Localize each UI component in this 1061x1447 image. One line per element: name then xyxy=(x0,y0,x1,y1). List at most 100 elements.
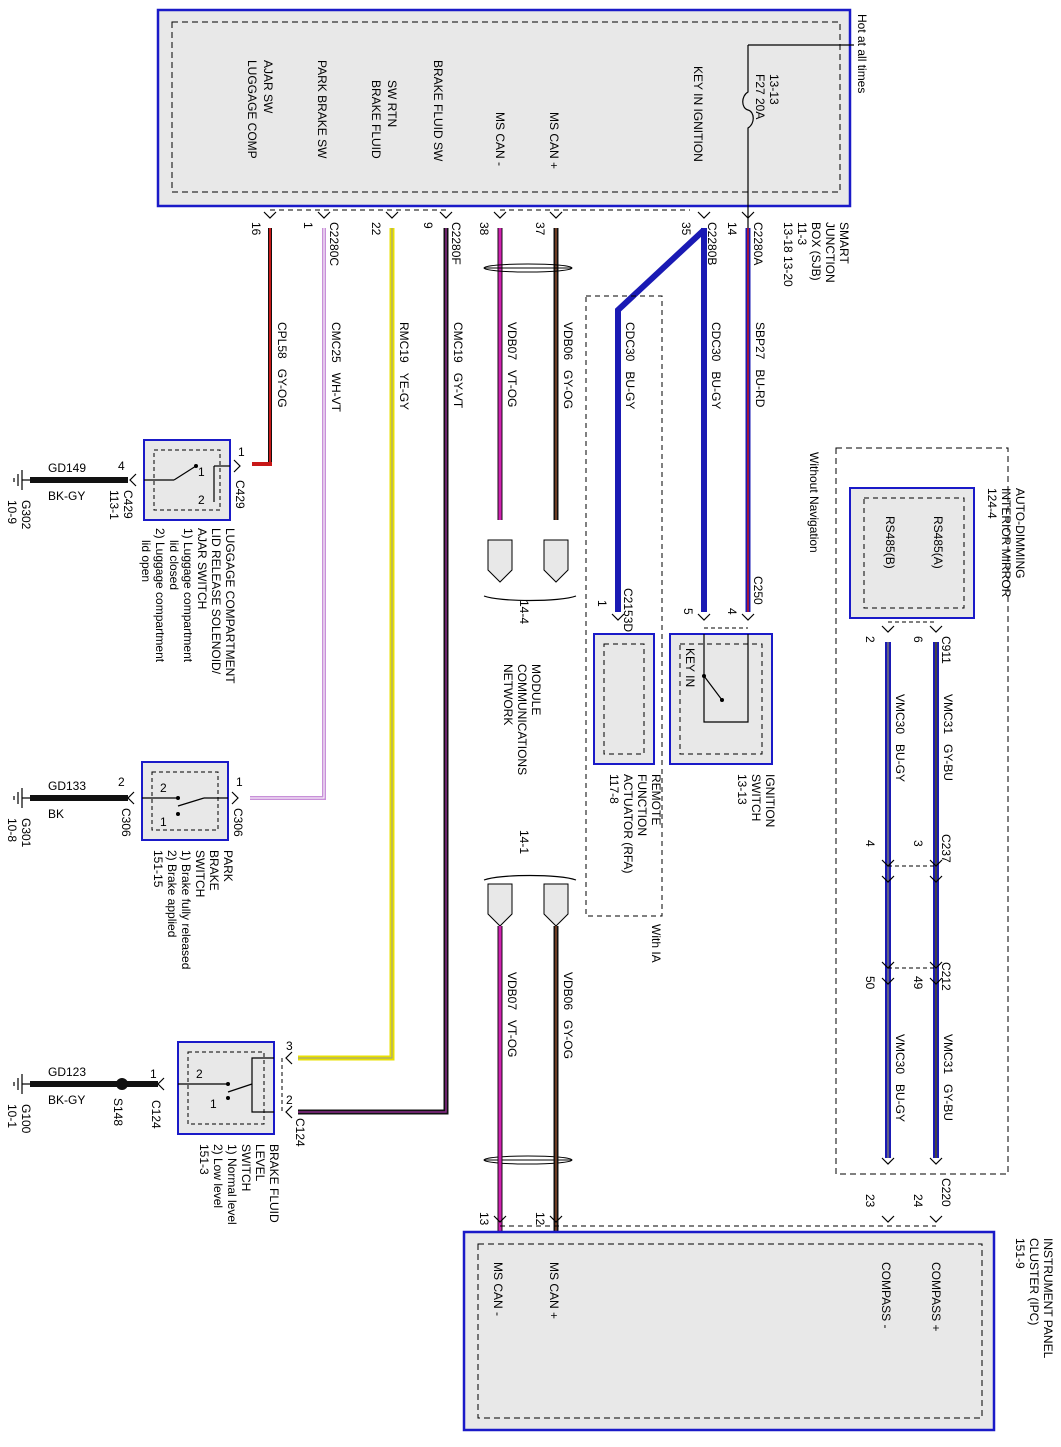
luggage-switch-module xyxy=(143,439,231,521)
fuse-label-1: F27 20A xyxy=(753,74,767,119)
fluid-name-4: 1) Normal level xyxy=(225,1144,239,1225)
lug-name-2: LID RELEASE SOLENOID/ xyxy=(209,528,223,675)
sjb-name-4: 11-3 xyxy=(795,222,809,245)
sjb-name-3: BOX (SJB) xyxy=(809,222,823,281)
pin-1: 1 xyxy=(301,222,315,229)
park-name-6: 151-15 xyxy=(151,850,165,888)
mirror-name-1: AUTO-DIMMING xyxy=(1013,488,1027,578)
ground-icon-g302 xyxy=(13,470,30,490)
ign-name-2: SWITCH xyxy=(749,774,763,821)
pin-c212-49: 49 xyxy=(911,976,925,990)
pin-rfa-1: 1 xyxy=(595,600,609,607)
conn-c212: C212 xyxy=(939,962,953,991)
gnd-gd149-circuit: GD149 xyxy=(48,461,86,475)
pin-c124-3: 3 xyxy=(286,1039,293,1053)
ground-icon-g301 xyxy=(13,788,30,808)
sjb-pin-park-brake: PARK BRAKE SW xyxy=(315,60,329,159)
mirror-name-2: INTERIOR MIRROR xyxy=(999,488,1013,598)
ign-name-1: IGNITION xyxy=(763,774,777,827)
conn-c237: C237 xyxy=(939,834,953,863)
wire-label-rmc19: RMC19YE-GY xyxy=(397,322,411,410)
pin-mir-6: 6 xyxy=(911,636,925,643)
wire-label-vmc30-b: VMC30BU-GY xyxy=(893,1034,907,1122)
park-switch-module xyxy=(141,761,229,841)
ipc-pin-compass-plus: COMPASS + xyxy=(929,1262,943,1331)
gnd-gd123-circuit: GD123 xyxy=(48,1065,86,1079)
park-name-4: 1) Brake fully released xyxy=(179,850,193,969)
gnd-g302: G302 xyxy=(19,500,33,530)
gnd-gd133-color: BK xyxy=(48,807,64,821)
wire-label-vmc31-a: VMC31GY-BU xyxy=(941,694,955,781)
pin-mir-2: 2 xyxy=(863,636,877,643)
conn-c124-top: C124 xyxy=(293,1118,307,1147)
ipc-name-2: CLUSTER (IPC) xyxy=(1027,1238,1041,1325)
fluid-switch-pos-2: 2 xyxy=(196,1067,203,1081)
park-name-1: PARK xyxy=(221,850,235,882)
gnd-gd149-color: BK-GY xyxy=(48,489,85,503)
ground-icon-g100 xyxy=(13,1074,30,1094)
fluid-name-6: 151-3 xyxy=(197,1144,211,1175)
fuse-label-2: 13-13 xyxy=(767,74,781,105)
fluid-switch-pos-1: 1 xyxy=(210,1097,217,1111)
rfa-option-box xyxy=(585,295,663,917)
park-name-5: 2) Brake applied xyxy=(165,850,179,937)
pin-37: 37 xyxy=(533,222,547,236)
pin-c237-4: 4 xyxy=(863,840,877,847)
wire-label-vmc30-a: VMC30BU-GY xyxy=(893,694,907,782)
fluid-name-2: LEVEL xyxy=(253,1144,267,1182)
sjb-pin-brake-fluid-2: SW RTN xyxy=(385,80,399,127)
lug-switch-pos-2: 2 xyxy=(198,493,205,507)
gnd-g100-ref: 10-1 xyxy=(5,1104,19,1128)
wire-label-cdc30-b: CDC30BU-GY xyxy=(709,322,723,409)
ipc-name-3: 151-9 xyxy=(1013,1238,1027,1269)
park-switch-pos-1: 1 xyxy=(160,815,167,829)
conn-c250: C250 xyxy=(751,576,765,605)
conn-c2280b: C2280B xyxy=(705,222,719,265)
pin-c306-2: 2 xyxy=(118,775,125,789)
ipc-pin-compass-minus: COMPASS - xyxy=(879,1262,893,1328)
wire-label-cdc30-a: CDC30BU-GY xyxy=(623,322,637,409)
mcn-connectors-top xyxy=(487,539,569,583)
conn-c220: C220 xyxy=(939,1178,953,1207)
hot-at-all-times: Hot at all times xyxy=(855,14,869,93)
sjb-pin-ms-can-plus: MS CAN + xyxy=(547,112,561,169)
pin-c237-3: 3 xyxy=(911,840,925,847)
wire-label-vdb06: VDB06GY-OG xyxy=(561,322,575,409)
mcn-ref-bottom: 14-1 xyxy=(517,830,531,854)
mirror-module xyxy=(849,487,975,619)
sjb-pin-luggage-1: LUGGAGE COMP xyxy=(245,60,259,159)
mcn-ref-top: 14-4 xyxy=(517,600,531,624)
conn-c911: C911 xyxy=(939,636,953,664)
sjb-pin-luggage-2: AJAR SW xyxy=(261,60,275,114)
rfa-module xyxy=(593,633,655,765)
gnd-g302-ref: 10-9 xyxy=(5,500,19,524)
gnd-g301-ref: 10-8 xyxy=(5,818,19,842)
sjb-name-2: JUNCTION xyxy=(823,222,837,283)
pin-14: 14 xyxy=(725,222,739,236)
conn-c124-bot: C124 xyxy=(149,1100,163,1129)
pin-c306-1: 1 xyxy=(236,775,243,789)
ignition-switch-module xyxy=(669,633,773,765)
ipc-pin-ms-can-minus: MS CAN - xyxy=(491,1262,505,1316)
pin-ipc-13: 13 xyxy=(477,1212,491,1226)
mcn-connectors-bottom xyxy=(487,883,569,927)
gnd-gd123-color: BK-GY xyxy=(48,1093,85,1107)
park-name-3: SWITCH xyxy=(193,850,207,897)
pin-16: 16 xyxy=(249,222,263,236)
mirror-name-3: 124-4 xyxy=(985,488,999,519)
conn-c2280c: C2280C xyxy=(327,222,341,266)
wire-label-vdb06-b: VDB06GY-OG xyxy=(561,972,575,1059)
rfa-variant: With IA xyxy=(649,924,663,963)
wire-cdc30-rfa xyxy=(615,227,707,612)
fuse-symbol xyxy=(742,45,754,230)
fluid-name-5: 2) Low level xyxy=(211,1144,225,1208)
lug-name-7: lid open xyxy=(139,540,153,582)
gnd-g100: G100 xyxy=(19,1104,33,1134)
park-switch-pos-2: 2 xyxy=(160,781,167,795)
pin-c124-1: 1 xyxy=(150,1067,157,1081)
mcn-name-1: MODULE xyxy=(529,664,543,715)
splice-s148-label: S148 xyxy=(111,1098,125,1126)
pin-c429-4: 4 xyxy=(118,459,125,473)
gnd-g301: G301 xyxy=(19,818,33,848)
lug-name-6: 2) Luggage compartment xyxy=(153,528,167,663)
